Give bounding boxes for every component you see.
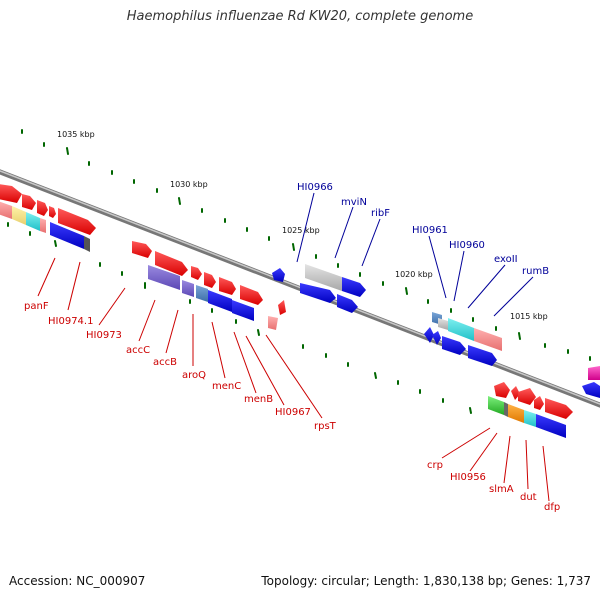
gene-label-rpst[interactable]: rpsT [314,421,337,432]
gene-label-panf[interactable]: panF [24,301,49,312]
gene-block[interactable] [84,236,90,252]
gene-arrow[interactable] [511,386,520,400]
gene-arrow[interactable] [58,208,96,235]
gene-block[interactable] [488,396,504,415]
gene-block[interactable] [448,318,474,341]
gene-label-slma[interactable]: slmA [489,484,514,495]
gene-arrow[interactable] [534,396,544,410]
leader-lines-blue [296,192,534,317]
kbp-label: 1030 kbp [170,180,208,189]
gene-label-aroq[interactable]: aroQ [182,370,206,381]
gene-cluster-exoii [424,312,502,366]
gene-block[interactable] [536,414,566,438]
kbp-label: 1015 kbp [510,312,548,321]
gene-arrow[interactable] [468,345,497,366]
gene-label-accc[interactable]: accC [126,345,150,356]
gene-label-hi0974-1[interactable]: HI0974.1 [48,316,93,327]
gene-block[interactable] [0,201,12,219]
gene-cluster-left [0,184,96,252]
gene-block[interactable] [40,218,46,233]
gene-arrow[interactable] [300,283,336,303]
gene-label-rumb[interactable]: rumB [522,266,549,277]
gene-block[interactable] [182,280,194,297]
gene-cluster-crp [488,366,600,438]
gene-cluster-mvin [272,264,366,313]
gene-label-hi0961[interactable]: HI0961 [412,225,448,236]
figure-title: Haemophilus influenzae Rd KW20, complete… [126,9,474,24]
gene-labels-red: panF HI0974.1 HI0973 accC accB aroQ menC… [24,301,560,513]
gene-arrow[interactable] [424,327,434,343]
gene-arrow[interactable] [272,268,285,282]
gene-label-dfp[interactable]: dfp [544,502,560,513]
gene-label-hi0967[interactable]: HI0967 [275,407,311,418]
gene-block[interactable] [232,300,254,321]
gene-label-hi0960[interactable]: HI0960 [449,240,485,251]
gene-block[interactable] [26,212,40,231]
gene-block[interactable] [474,328,502,351]
gene-arrow[interactable] [582,382,600,398]
gene-block[interactable] [504,402,508,417]
gene-label-hi0956[interactable]: HI0956 [450,472,486,483]
gene-block[interactable] [148,265,180,290]
leader-lines-red [37,257,550,502]
gene-label-dut[interactable]: dut [520,492,537,503]
gene-arrow[interactable] [22,194,36,210]
gene-block[interactable] [268,316,278,330]
gene-block[interactable] [588,366,600,380]
gene-block[interactable] [508,404,524,423]
gene-arrow[interactable] [219,277,236,295]
gene-block[interactable] [12,206,26,225]
gene-block[interactable] [196,285,208,302]
kbp-tick-ring [21,129,591,361]
gene-arrow[interactable] [545,398,573,419]
gene-cluster-acc-men [132,241,286,330]
gene-arrow[interactable] [204,272,216,288]
gene-arrow[interactable] [49,206,56,218]
gene-label-ribf[interactable]: ribF [371,208,390,219]
genome-summary-text: Topology: circular; Length: 1,830,138 bp… [261,574,591,588]
gene-label-crp[interactable]: crp [427,460,443,471]
gene-block[interactable] [305,264,342,291]
kbp-label: 1035 kbp [57,130,95,139]
gene-arrow[interactable] [342,277,366,297]
gene-labels-blue: HI0966 mviN ribF HI0961 HI0960 exoII rum… [297,182,549,277]
gene-arrow[interactable] [240,285,263,305]
accession-text: Accession: NC_000907 [9,574,146,588]
gene-block[interactable] [524,410,536,427]
gene-arrow[interactable] [155,251,188,276]
inner-tick-ring [7,222,472,414]
gene-arrow[interactable] [494,382,510,398]
gene-arrow[interactable] [518,388,536,405]
gene-label-menc[interactable]: menC [212,381,241,392]
gene-arrow[interactable] [132,241,152,258]
gene-label-hi0966[interactable]: HI0966 [297,182,333,193]
gene-arrow[interactable] [432,331,441,345]
gene-arrow[interactable] [337,294,358,313]
gene-block[interactable] [438,318,448,330]
gene-block[interactable] [208,290,232,312]
gene-arrow[interactable] [0,184,22,203]
kbp-label: 1025 kbp [282,226,320,235]
gene-label-mvin[interactable]: mviN [341,197,367,208]
gene-label-exoii[interactable]: exoII [494,254,518,265]
gene-label-menb[interactable]: menB [244,394,273,405]
gene-label-hi0973[interactable]: HI0973 [86,330,122,341]
kbp-label: 1020 kbp [395,270,433,279]
gene-label-accb[interactable]: accB [153,357,177,368]
gene-arrow[interactable] [191,266,202,280]
gene-block[interactable] [50,222,84,249]
gene-arrow[interactable] [278,300,286,315]
gene-arrow[interactable] [37,200,48,216]
gene-arrow[interactable] [442,336,466,355]
